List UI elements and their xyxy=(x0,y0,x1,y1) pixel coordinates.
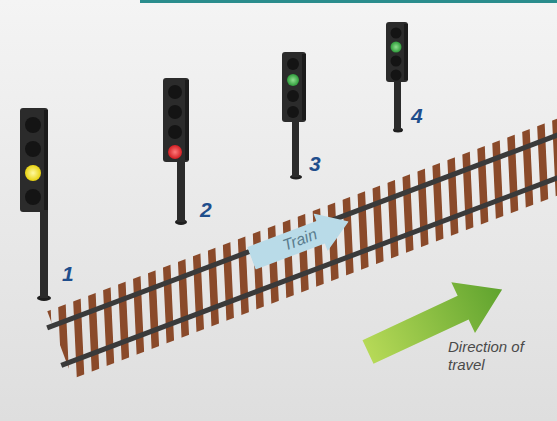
callout-number: 2 xyxy=(200,198,212,222)
arrow-shape xyxy=(244,203,355,277)
callout-number: 3 xyxy=(309,152,321,176)
direction-label: Direction of travel xyxy=(448,338,528,374)
signal-3 xyxy=(282,52,306,180)
sleepers xyxy=(47,92,557,379)
signal-2 xyxy=(163,78,189,225)
callout-number: 4 xyxy=(411,104,423,128)
rail xyxy=(60,140,557,367)
railway-track xyxy=(42,91,557,381)
top-bar xyxy=(140,0,557,3)
direction-arrow xyxy=(356,264,514,377)
signal-1 xyxy=(20,108,51,301)
signal-4 xyxy=(386,22,408,133)
callout-number: 1 xyxy=(62,262,74,286)
